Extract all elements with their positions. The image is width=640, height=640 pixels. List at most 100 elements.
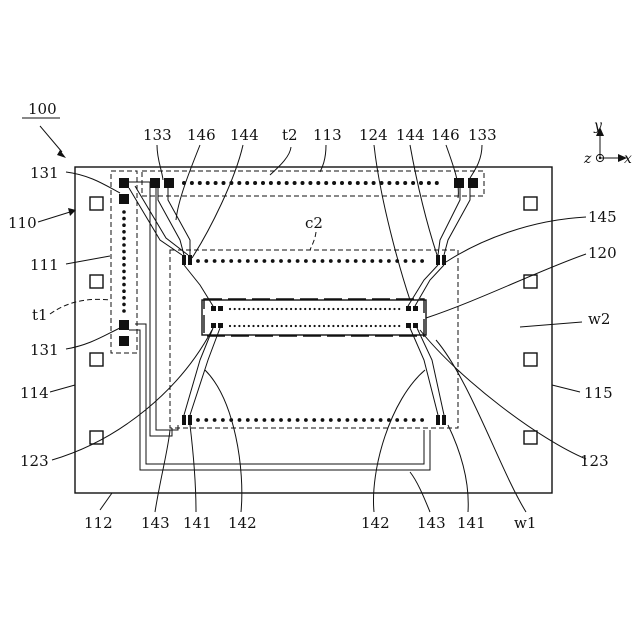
label-100: 100 [28, 100, 57, 118]
dot [122, 250, 126, 254]
dot [370, 325, 372, 327]
dots-t2 [182, 181, 439, 185]
dot [395, 418, 399, 422]
dot [361, 308, 363, 310]
dots-t1 [122, 210, 126, 313]
dot [309, 325, 311, 327]
dot [261, 181, 265, 185]
dot [234, 325, 236, 327]
dot [206, 181, 210, 185]
dot [324, 181, 328, 185]
dot [384, 325, 386, 327]
dot [301, 181, 305, 185]
dot [245, 181, 249, 185]
label-113: 113 [313, 126, 342, 144]
axis-z-label: z [583, 151, 592, 167]
dot [389, 325, 391, 327]
dot [267, 325, 269, 327]
dot [281, 325, 283, 327]
dot [198, 181, 202, 185]
dot [419, 181, 423, 185]
dot [122, 270, 126, 274]
dot [365, 308, 367, 310]
dot [393, 308, 395, 310]
leader-lines [22, 118, 586, 512]
label-133a: 133 [143, 126, 172, 144]
dot [404, 259, 408, 263]
dot [393, 325, 395, 327]
label-131b: 131 [30, 341, 59, 359]
dot [328, 308, 330, 310]
dot [337, 418, 341, 422]
label-123a: 123 [20, 452, 49, 470]
dot [254, 259, 258, 263]
dot [299, 325, 301, 327]
dot [122, 223, 126, 227]
dot [321, 259, 325, 263]
dot [337, 325, 339, 327]
dot [398, 325, 400, 327]
dot [328, 325, 330, 327]
dot [252, 325, 254, 327]
dot [318, 325, 320, 327]
dot [314, 325, 316, 327]
coordinate-axes: y z x [583, 118, 632, 167]
label-w2: w2 [588, 310, 610, 328]
dot [213, 418, 217, 422]
dot [248, 308, 250, 310]
dot [237, 181, 241, 185]
dot [346, 325, 348, 327]
dot [122, 309, 126, 313]
dot [248, 325, 250, 327]
dot [427, 181, 431, 185]
dot [332, 181, 336, 185]
dots-c2 [196, 259, 424, 422]
dot [387, 259, 391, 263]
dot [375, 308, 377, 310]
dot [340, 181, 344, 185]
dot [296, 259, 300, 263]
dot [263, 259, 267, 263]
label-w1: w1 [514, 514, 536, 532]
dot [246, 259, 250, 263]
dot [285, 181, 289, 185]
label-145: 145 [588, 208, 617, 226]
dot [379, 418, 383, 422]
dot [243, 325, 245, 327]
dot [346, 418, 350, 422]
dot [332, 308, 334, 310]
dot [365, 325, 367, 327]
dot [271, 325, 273, 327]
dot [285, 308, 287, 310]
dot [299, 308, 301, 310]
dot [229, 259, 233, 263]
label-146a: 146 [187, 126, 216, 144]
dot [122, 256, 126, 260]
dot [238, 325, 240, 327]
dots-chip [229, 308, 400, 327]
dot [295, 308, 297, 310]
side-pads [90, 197, 537, 444]
dot [204, 259, 208, 263]
dot [122, 217, 126, 221]
dot [420, 259, 424, 263]
dot [370, 418, 374, 422]
dot [346, 259, 350, 263]
dot [318, 308, 320, 310]
dot [346, 308, 348, 310]
label-110: 110 [8, 214, 37, 232]
dot [234, 308, 236, 310]
label-112: 112 [84, 514, 113, 532]
label-123b: 123 [580, 452, 609, 470]
dot [348, 181, 352, 185]
dot [356, 325, 358, 327]
label-114: 114 [20, 384, 49, 402]
dot [271, 418, 275, 422]
dot [379, 308, 381, 310]
label-t2: t2 [282, 126, 298, 144]
dot [314, 308, 316, 310]
dot [309, 308, 311, 310]
dot [321, 418, 325, 422]
dot [122, 210, 126, 214]
label-t1: t1 [32, 306, 48, 324]
